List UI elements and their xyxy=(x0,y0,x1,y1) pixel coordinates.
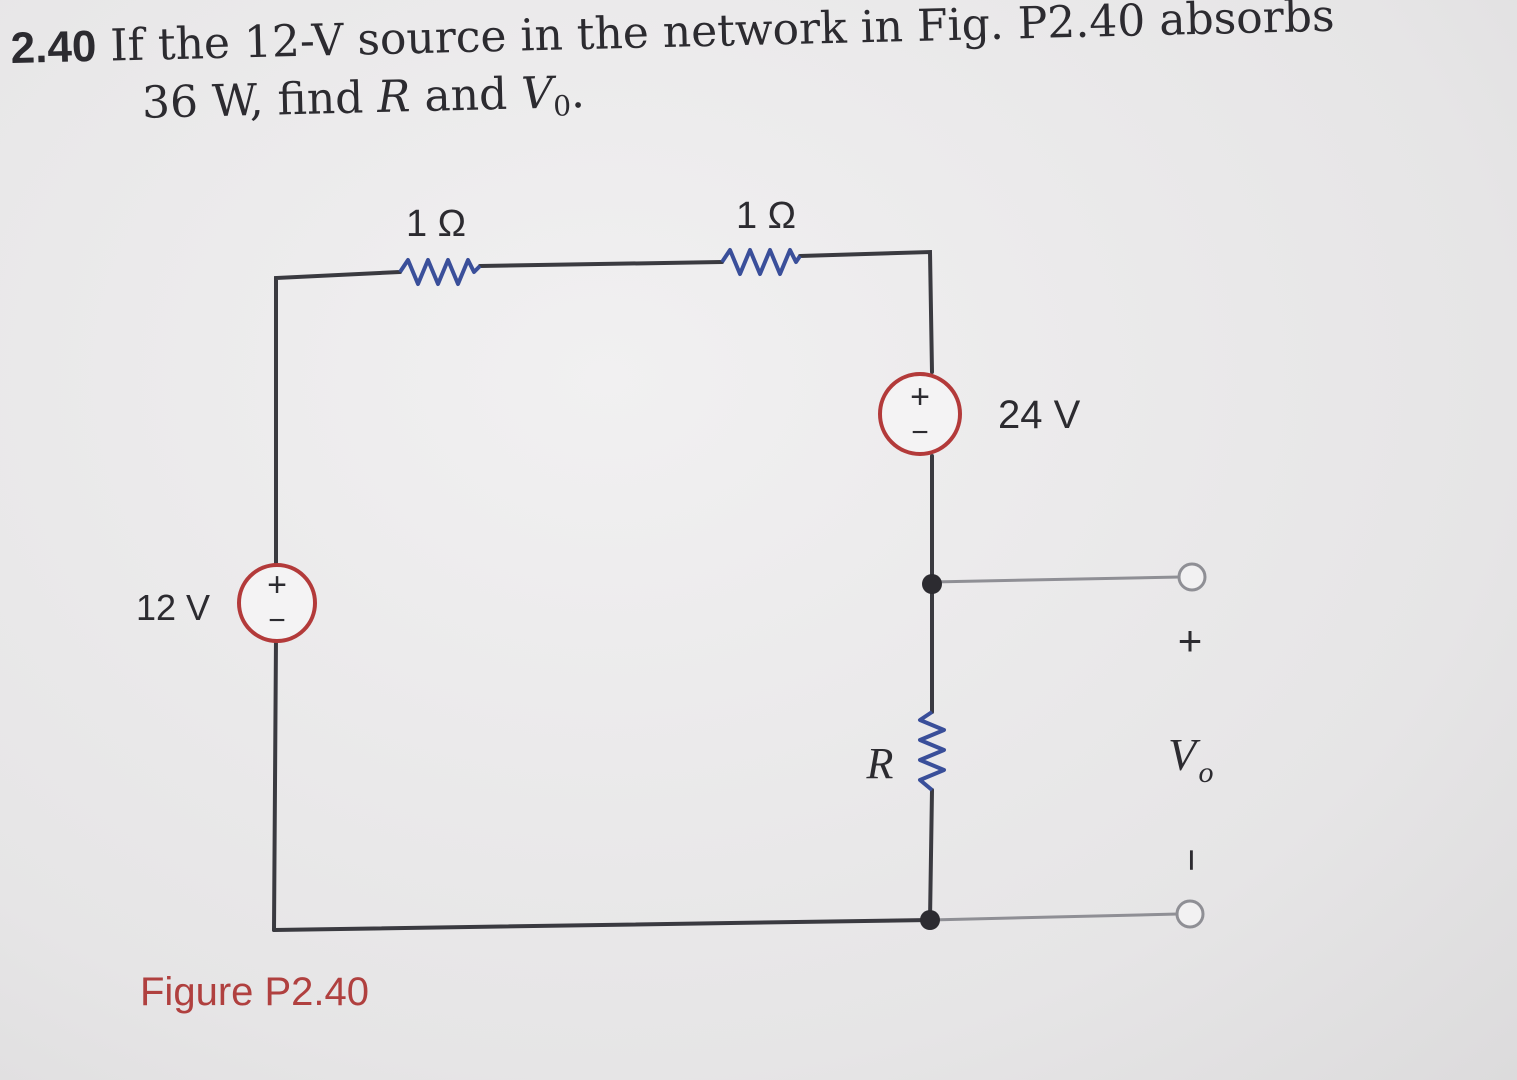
terminal-wires xyxy=(929,575,1181,922)
wire-left-bottom xyxy=(272,636,278,932)
source-24v-icon xyxy=(878,372,962,456)
resistor-1-icon xyxy=(398,258,482,286)
resistor-r-icon xyxy=(918,710,946,792)
wire-bottom xyxy=(272,918,932,932)
node-bottom xyxy=(920,910,940,930)
vo-sub-label: o xyxy=(1199,756,1214,789)
terminal-wire-top xyxy=(931,575,1181,584)
source-12v-label: 12 V xyxy=(136,587,210,628)
vo-plus-label: + xyxy=(1178,617,1203,664)
vo-label: V xyxy=(1168,729,1201,780)
terminal-wire-bottom xyxy=(929,912,1179,922)
resistor-2-label: 1 Ω xyxy=(736,195,796,237)
vo-minus-label: − xyxy=(1169,848,1213,871)
source-24v-plus: + xyxy=(910,378,930,416)
resistor-1-label: 1 Ω xyxy=(406,203,466,245)
terminal-top xyxy=(1177,562,1207,592)
resistor-r-label: R xyxy=(866,739,894,788)
source-24v-label: 24 V xyxy=(998,393,1081,437)
wire-top-middle xyxy=(478,260,724,268)
source-12v-icon xyxy=(237,563,317,643)
source-12v-minus: − xyxy=(268,604,286,637)
wire-left-top xyxy=(274,270,402,570)
circuit-wires xyxy=(272,249,934,932)
figure-caption: Figure P2.40 xyxy=(140,970,370,1014)
node-top xyxy=(922,574,942,594)
resistor-2-icon xyxy=(720,248,802,276)
wire-top-right xyxy=(798,249,934,374)
source-12v-plus: + xyxy=(267,566,287,604)
terminal-bottom xyxy=(1175,899,1205,929)
source-24v-minus: − xyxy=(911,416,929,449)
wire-right-bottom xyxy=(928,788,934,922)
